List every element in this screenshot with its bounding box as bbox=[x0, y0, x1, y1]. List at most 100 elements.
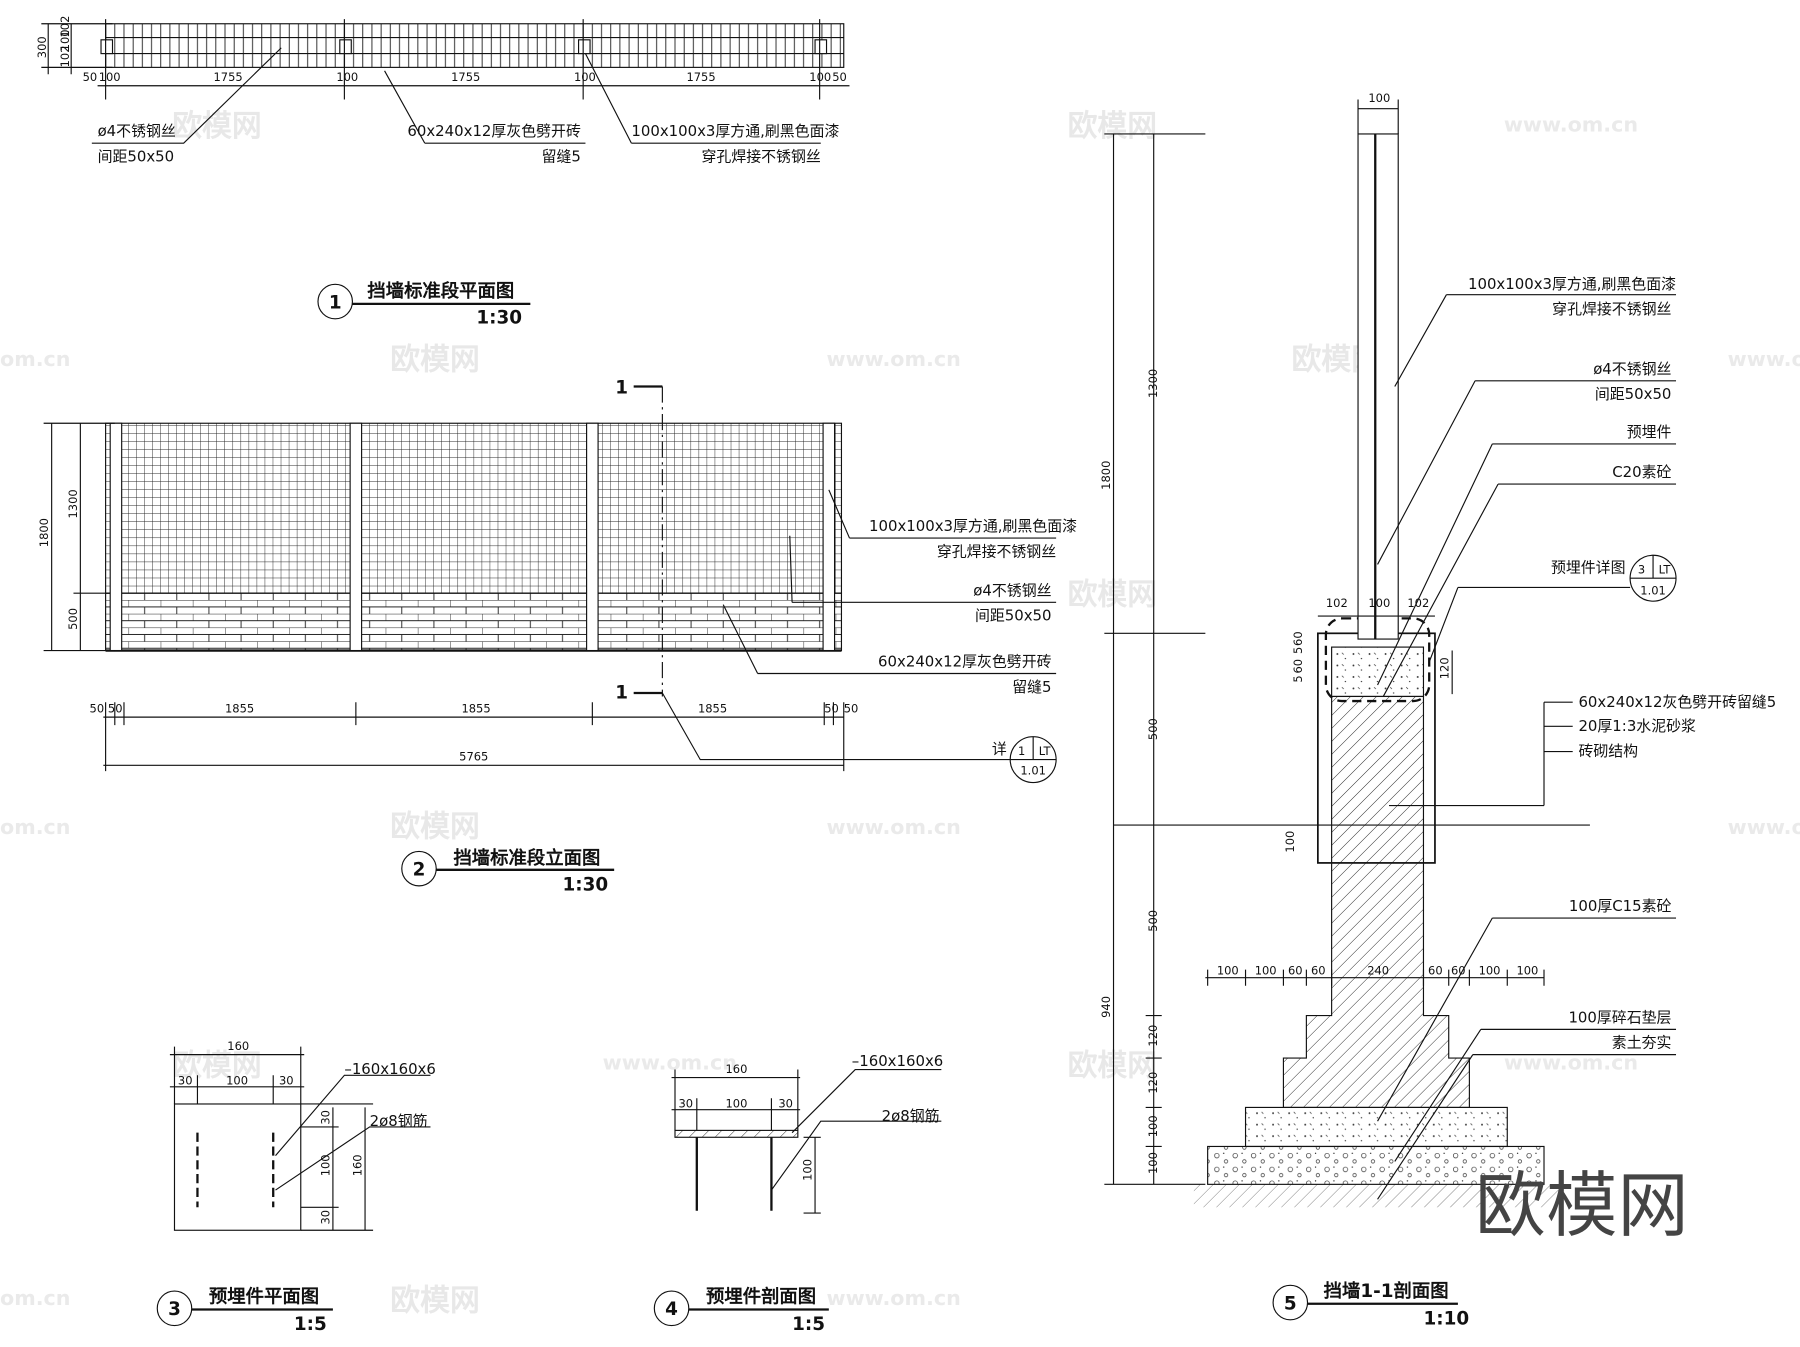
svg-text:1:10: 1:10 bbox=[1423, 1308, 1469, 1329]
svg-text:160: 160 bbox=[726, 1062, 748, 1076]
wire-mesh bbox=[105, 422, 843, 594]
view5-section: 100 1800 940 1300 500 500 120 120 100 10… bbox=[1099, 91, 1776, 1330]
view4-dims: 160 30 100 30 100 bbox=[678, 1062, 814, 1181]
watermark-text: 欧模网 bbox=[390, 1284, 479, 1319]
watermark-url: om.cn bbox=[0, 347, 71, 371]
svg-text:2: 2 bbox=[413, 860, 426, 881]
svg-text:4: 4 bbox=[665, 1299, 678, 1320]
detail-ref-bubble[interactable]: 1 LT 1.01 bbox=[1009, 736, 1057, 784]
watermark-url: www.om.cn bbox=[827, 815, 961, 839]
svg-text:留缝5: 留缝5 bbox=[542, 148, 581, 166]
svg-text:30: 30 bbox=[318, 1110, 332, 1125]
view3-dims: 160 30 100 30 30 100 30 160 bbox=[178, 1039, 365, 1224]
svg-text:ø4不锈钢丝: ø4不锈钢丝 bbox=[1593, 360, 1671, 378]
svg-text:100: 100 bbox=[1217, 963, 1239, 977]
watermark-text: 欧模网 bbox=[390, 342, 479, 377]
svg-text:预埋件详图: 预埋件详图 bbox=[1551, 558, 1626, 576]
svg-text:2ø8钢筋: 2ø8钢筋 bbox=[882, 1107, 940, 1125]
svg-text:1:30: 1:30 bbox=[476, 307, 522, 328]
svg-text:1755: 1755 bbox=[686, 70, 715, 84]
svg-text:5: 5 bbox=[1291, 675, 1305, 682]
svg-text:3: 3 bbox=[168, 1299, 181, 1320]
svg-text:留缝5: 留缝5 bbox=[1012, 678, 1051, 696]
view4-title: 4 预埋件剖面图 1:5 bbox=[653, 1286, 829, 1335]
svg-text:240: 240 bbox=[1367, 963, 1389, 977]
watermark-text: 欧模网 bbox=[1068, 578, 1157, 613]
svg-text:穿孔焊接不锈钢丝: 穿孔焊接不锈钢丝 bbox=[937, 542, 1056, 560]
svg-text:102: 102 bbox=[1326, 596, 1348, 610]
svg-text:详: 详 bbox=[992, 740, 1007, 758]
svg-text:1755: 1755 bbox=[214, 70, 243, 84]
watermark-url: www.om.cn bbox=[603, 1051, 737, 1075]
svg-text:50: 50 bbox=[824, 702, 839, 716]
watermark-url: om.cn bbox=[0, 815, 71, 839]
c20-concrete bbox=[1331, 646, 1425, 698]
svg-text:60: 60 bbox=[1288, 963, 1303, 977]
svg-text:100厚碎石垫层: 100厚碎石垫层 bbox=[1568, 1008, 1671, 1026]
svg-text:50: 50 bbox=[90, 702, 105, 716]
svg-text:预埋件剖面图: 预埋件剖面图 bbox=[706, 1286, 816, 1308]
svg-text:160: 160 bbox=[227, 1039, 249, 1053]
svg-text:LT: LT bbox=[1039, 744, 1052, 758]
svg-text:间距50x50: 间距50x50 bbox=[98, 148, 175, 166]
svg-text:100: 100 bbox=[1516, 963, 1538, 977]
watermark-url: www.om.cn bbox=[1504, 113, 1638, 137]
svg-text:砖砌结构: 砖砌结构 bbox=[1578, 742, 1638, 760]
svg-text:间距50x50: 间距50x50 bbox=[975, 607, 1052, 625]
svg-text:100x100x3厚方通,刷黑色面漆: 100x100x3厚方通,刷黑色面漆 bbox=[1468, 275, 1676, 293]
plan-wall bbox=[105, 23, 845, 68]
c15-concrete bbox=[1244, 1106, 1508, 1148]
embed-detail-ref-bubble[interactable]: 3 LT 1.01 bbox=[1629, 554, 1677, 602]
svg-text:C20素砼: C20素砼 bbox=[1612, 463, 1671, 481]
svg-text:100: 100 bbox=[801, 1159, 815, 1181]
svg-text:120: 120 bbox=[1146, 1025, 1160, 1047]
svg-text:穿孔焊接不锈钢丝: 穿孔焊接不锈钢丝 bbox=[702, 148, 821, 166]
svg-text:102: 102 bbox=[1407, 596, 1429, 610]
svg-text:1: 1 bbox=[329, 292, 342, 313]
svg-text:60: 60 bbox=[1451, 963, 1466, 977]
svg-text:1855: 1855 bbox=[225, 702, 254, 716]
svg-text:1:30: 1:30 bbox=[563, 874, 609, 895]
svg-text:30: 30 bbox=[178, 1073, 193, 1087]
plan-notes: ø4不锈钢丝 间距50x50 60x240x12厚灰色劈开砖 留缝5 100x1… bbox=[98, 122, 840, 165]
svg-text:100: 100 bbox=[318, 1154, 332, 1176]
watermark-text: 欧模网 bbox=[1068, 109, 1157, 144]
svg-text:300: 300 bbox=[35, 36, 49, 58]
svg-text:1800: 1800 bbox=[1099, 461, 1113, 490]
svg-text:1755: 1755 bbox=[451, 70, 480, 84]
svg-text:50: 50 bbox=[844, 702, 859, 716]
svg-text:20厚1:3水泥砂浆: 20厚1:3水泥砂浆 bbox=[1578, 717, 1696, 735]
svg-text:挡墙标准段立面图: 挡墙标准段立面图 bbox=[453, 847, 600, 869]
svg-text:间距50x50: 间距50x50 bbox=[1595, 385, 1672, 403]
brick-base bbox=[105, 592, 843, 652]
watermark-url: www.om.cn bbox=[1728, 347, 1800, 371]
svg-text:–160x160x6: –160x160x6 bbox=[344, 1060, 435, 1078]
svg-text:60: 60 bbox=[1428, 963, 1443, 977]
svg-text:预埋件: 预埋件 bbox=[1627, 423, 1672, 441]
view1-title: 1 挡墙标准段平面图 1:30 bbox=[317, 280, 531, 328]
svg-text:100: 100 bbox=[99, 70, 121, 84]
svg-text:50: 50 bbox=[83, 70, 98, 84]
svg-text:穿孔焊接不锈钢丝: 穿孔焊接不锈钢丝 bbox=[1552, 300, 1671, 318]
section-mark: 1 1 bbox=[615, 377, 663, 704]
svg-text:60: 60 bbox=[1291, 631, 1305, 646]
svg-text:50: 50 bbox=[832, 70, 847, 84]
svg-text:100: 100 bbox=[58, 29, 72, 51]
svg-text:5765: 5765 bbox=[459, 750, 488, 764]
svg-text:100x100x3厚方通,刷黑色面漆: 100x100x3厚方通,刷黑色面漆 bbox=[869, 517, 1077, 535]
svg-text:100: 100 bbox=[1146, 1152, 1160, 1174]
svg-text:ø4不锈钢丝: ø4不锈钢丝 bbox=[973, 581, 1051, 599]
view3-title: 3 预埋件平面图 1:5 bbox=[156, 1286, 333, 1335]
svg-text:1: 1 bbox=[615, 377, 628, 398]
elev-posts bbox=[109, 422, 836, 652]
svg-text:60: 60 bbox=[1291, 659, 1305, 674]
svg-text:100: 100 bbox=[226, 1073, 248, 1087]
svg-text:2ø8钢筋: 2ø8钢筋 bbox=[370, 1112, 428, 1130]
view5-notes: 100x100x3厚方通,刷黑色面漆 穿孔焊接不锈钢丝 ø4不锈钢丝 间距50x… bbox=[1468, 275, 1776, 1052]
svg-text:500: 500 bbox=[66, 608, 80, 630]
svg-text:挡墙标准段平面图: 挡墙标准段平面图 bbox=[367, 280, 514, 302]
svg-text:120: 120 bbox=[1438, 657, 1452, 679]
watermark-url: www.om.cn bbox=[827, 347, 961, 371]
